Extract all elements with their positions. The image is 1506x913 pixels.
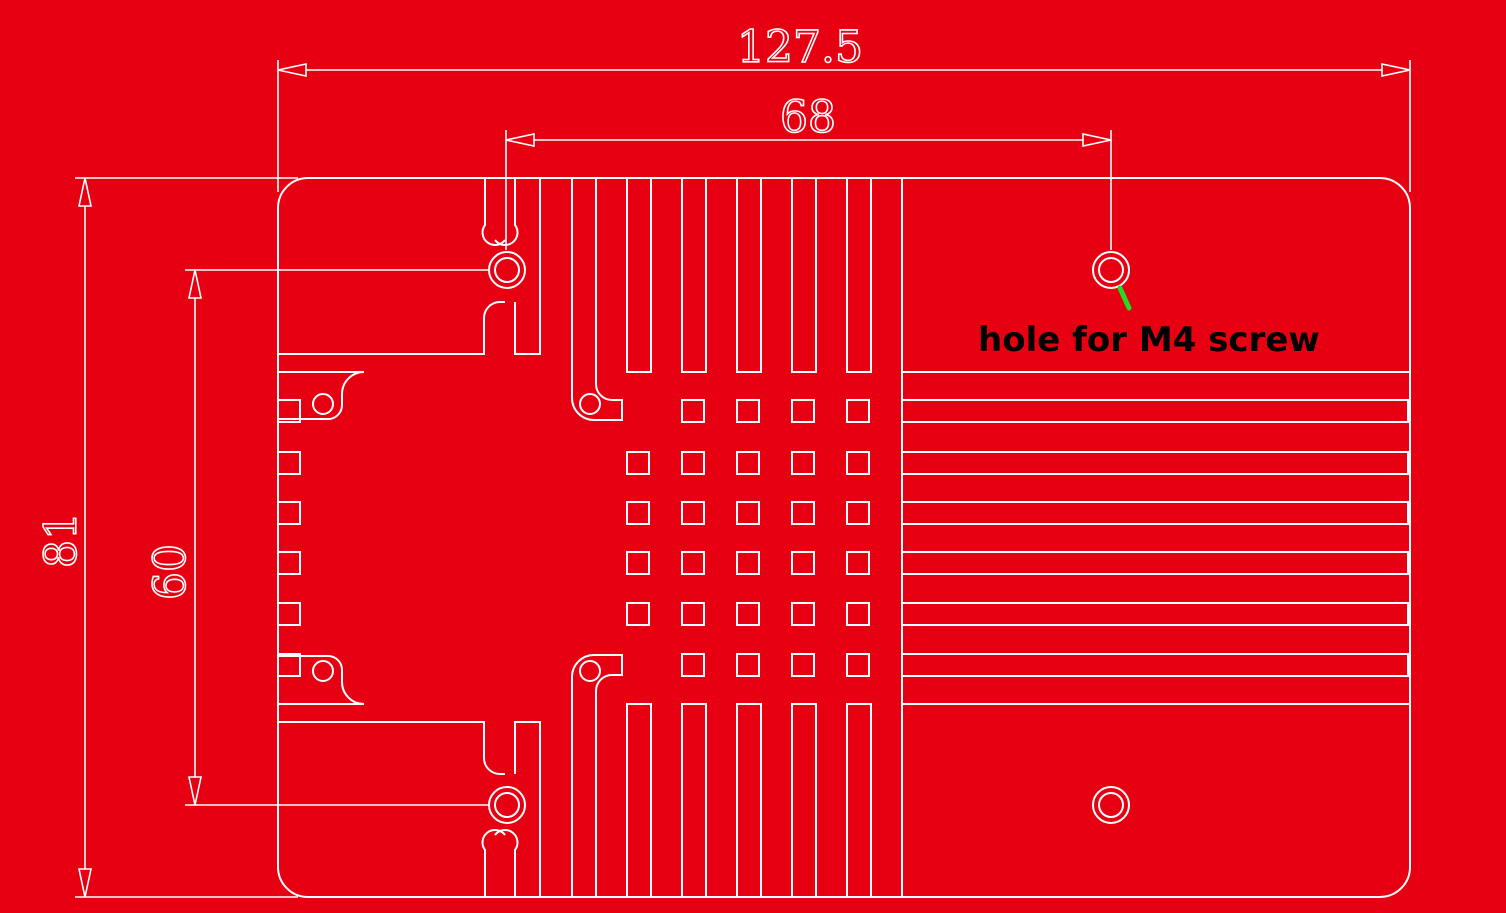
slat-5 [901, 602, 1409, 626]
vent-square [791, 399, 815, 423]
vertical-vent-fins [626, 177, 903, 898]
vent-square [791, 653, 815, 677]
vent-square [846, 451, 870, 475]
fin-top-4 [791, 177, 817, 373]
fin-bottom-3 [736, 703, 762, 898]
left-vent-square [277, 653, 301, 677]
fin-top-1 [626, 177, 652, 373]
left-edge-vents [277, 399, 301, 677]
mounting-hole-bottom-left [488, 786, 526, 824]
dimension-overall-width: 127.5 [277, 21, 1411, 192]
vent-square [626, 501, 650, 525]
left-vent-square [277, 399, 301, 423]
annotation-leader-line [1117, 285, 1132, 311]
dimension-overall-height: 81 [35, 177, 298, 898]
vent-square [626, 551, 650, 575]
fin-bottom-4 [791, 703, 817, 898]
top-left-slot-structure [277, 178, 541, 420]
vent-square [681, 399, 705, 423]
small-hole-left-upper [312, 393, 334, 415]
dimension-hole-spacing-x: 68 [505, 91, 1112, 250]
mounting-hole-top-right [1092, 251, 1130, 289]
fin-top-2 [681, 177, 707, 373]
hole-spacing-x-label: 68 [780, 92, 836, 143]
overall-width-label: 127.5 [737, 22, 863, 73]
left-vent-square [277, 451, 301, 475]
vent-square [846, 602, 870, 626]
vent-square [736, 451, 760, 475]
vent-square [681, 551, 705, 575]
vent-square [681, 451, 705, 475]
dimension-hole-spacing-y: 60 [144, 269, 490, 806]
bottom-left-slot-structure [277, 655, 541, 897]
fin-top-3 [736, 177, 762, 373]
small-hole-center-upper [579, 393, 601, 415]
mounting-holes [312, 251, 1130, 824]
vent-square [846, 653, 870, 677]
fin-bottom-5 [846, 703, 872, 898]
small-hole-left-lower [312, 660, 334, 682]
hole-spacing-y-label: 60 [145, 544, 196, 600]
vent-square [846, 399, 870, 423]
vent-square [846, 551, 870, 575]
vent-square [736, 602, 760, 626]
vent-square [626, 602, 650, 626]
vent-square [791, 602, 815, 626]
vent-square [736, 399, 760, 423]
vent-square [791, 501, 815, 525]
vent-square [681, 602, 705, 626]
center-upper-boss [571, 178, 623, 421]
left-vent-square [277, 602, 301, 626]
fin-bottom-1 [626, 703, 652, 898]
vent-square [736, 501, 760, 525]
vent-square [846, 501, 870, 525]
vent-square [681, 501, 705, 525]
vent-square [626, 451, 650, 475]
fin-bottom-2 [681, 703, 707, 898]
slat-6 [901, 653, 1409, 677]
fin-top-5 [846, 177, 872, 373]
left-vent-square [277, 501, 301, 525]
center-lower-boss [571, 654, 623, 897]
vent-square [791, 451, 815, 475]
slat-2 [901, 451, 1409, 475]
mounting-hole-bottom-right [1092, 786, 1130, 824]
slat-3 [901, 501, 1409, 525]
left-vent-square [277, 551, 301, 575]
small-hole-center-lower [579, 660, 601, 682]
vent-square [791, 551, 815, 575]
right-horizontal-slats [901, 371, 1410, 705]
annotation-label: hole for M4 screw [978, 320, 1320, 360]
vent-square [681, 653, 705, 677]
vent-square [736, 551, 760, 575]
vent-square [736, 653, 760, 677]
slat-1 [901, 399, 1409, 423]
case-outline [277, 177, 1411, 898]
square-vent-grid [626, 399, 870, 677]
overall-height-label: 81 [36, 512, 87, 568]
slat-4 [901, 551, 1409, 575]
mounting-hole-top-left [488, 251, 526, 289]
